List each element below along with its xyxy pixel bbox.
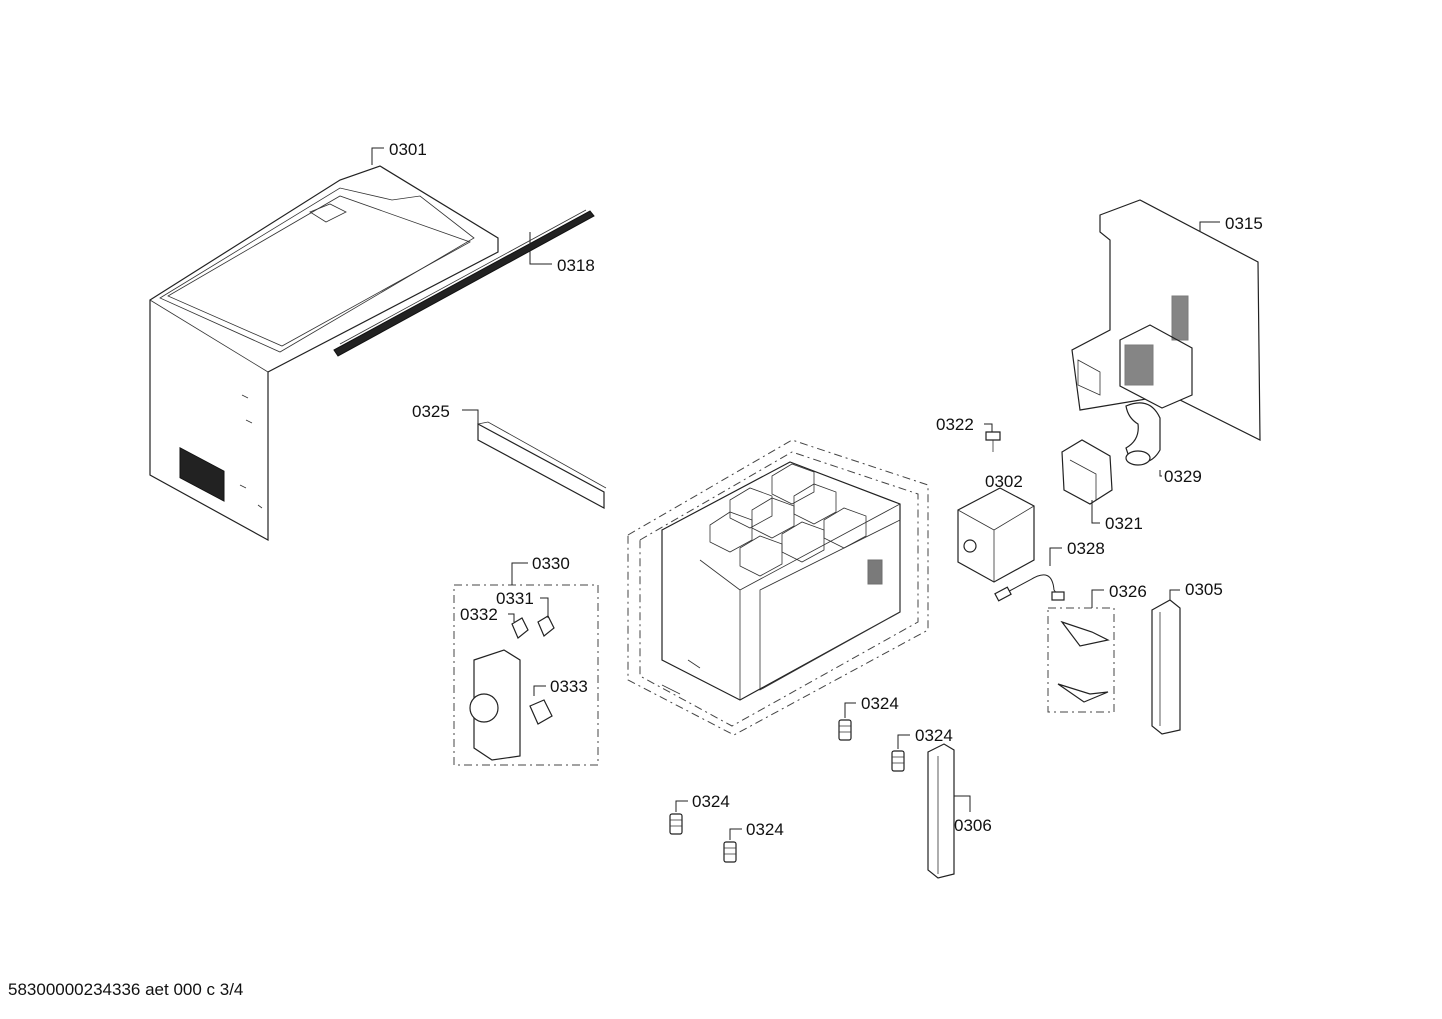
label-0318: 0318 — [557, 256, 595, 275]
label-0328: 0328 — [1067, 539, 1105, 558]
label-0315: 0315 — [1225, 214, 1263, 233]
part-cavity-frame — [627, 439, 929, 736]
label-0321: 0321 — [1105, 514, 1143, 533]
part-0328-cable — [994, 574, 1065, 602]
label-0301: 0301 — [389, 140, 427, 159]
label-0324-a: 0324 — [861, 694, 899, 713]
part-0302-magnetron — [957, 487, 1035, 583]
part-0305-door-rail — [1151, 599, 1181, 735]
label-0326: 0326 — [1109, 582, 1147, 601]
foot-1 — [838, 719, 852, 741]
part-0330-switch-assembly — [453, 584, 599, 766]
leader-lines — [371, 147, 1220, 840]
foot-4 — [723, 841, 737, 863]
label-0330: 0330 — [532, 554, 570, 573]
label-0332: 0332 — [460, 605, 498, 624]
label-0324-b: 0324 — [915, 726, 953, 745]
foot-2 — [891, 750, 905, 772]
document-footer-id: 58300000234336 aet 000 c 3/4 — [8, 980, 244, 999]
part-labels: 0301 0318 0315 0325 0322 0302 0329 0321 … — [389, 140, 1263, 839]
foot-3 — [669, 813, 683, 835]
label-0324-c: 0324 — [692, 792, 730, 811]
part-0301-outer-casing — [149, 165, 499, 542]
label-0306: 0306 — [954, 816, 992, 835]
label-0305: 0305 — [1185, 580, 1223, 599]
label-0333: 0333 — [550, 677, 588, 696]
hex-vent-grid — [709, 463, 867, 577]
part-0324-feet — [669, 719, 905, 863]
label-0322: 0322 — [936, 415, 974, 434]
part-0315-rear-panel — [1071, 199, 1261, 441]
part-0326-springs — [1047, 607, 1115, 713]
part-0306-rail — [927, 743, 955, 879]
label-0331: 0331 — [496, 589, 534, 608]
part-0329-duct — [1125, 402, 1161, 466]
part-0325-bar — [477, 421, 607, 510]
part-0318-seal-strip — [333, 209, 595, 357]
part-0322-thermostat — [985, 431, 1001, 452]
part-0321-bracket — [1061, 439, 1113, 505]
label-0324-d: 0324 — [746, 820, 784, 839]
label-0325: 0325 — [412, 402, 450, 421]
label-0329: 0329 — [1164, 467, 1202, 486]
label-0302: 0302 — [985, 472, 1023, 491]
